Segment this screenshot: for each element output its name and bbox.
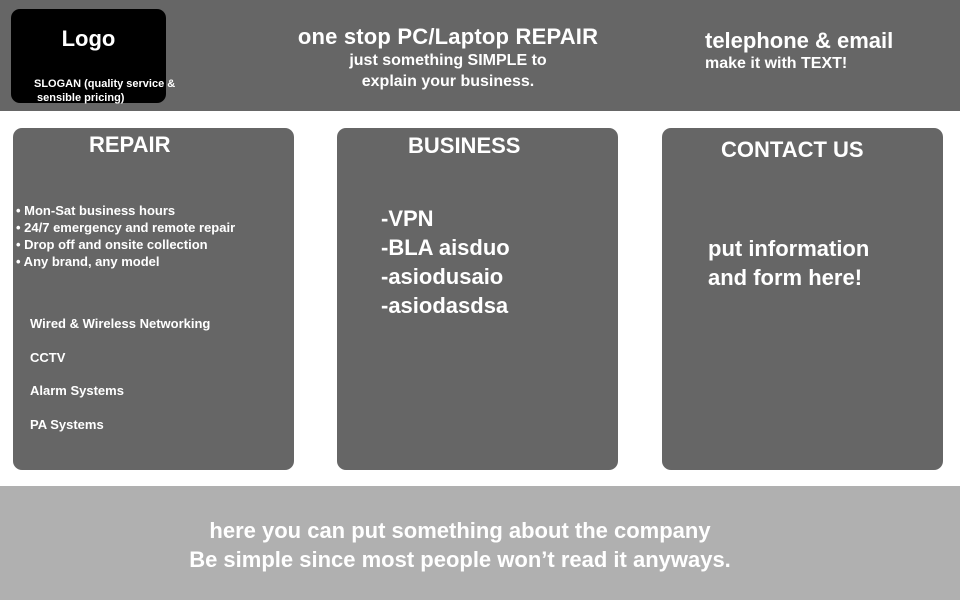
contact-line-1: put information	[708, 236, 870, 261]
contact-line-2: and form here!	[708, 265, 863, 290]
list-item: -BLA aisduo	[381, 235, 510, 260]
service-item[interactable]: CCTV	[30, 349, 66, 365]
footer-line-2: Be simple since most people won’t read i…	[189, 547, 731, 572]
footer-line-1: here you can put something about the com…	[209, 518, 711, 543]
list-item: • Drop off and onsite collection	[16, 237, 208, 252]
business-title: BUSINESS	[408, 133, 521, 158]
service-item[interactable]: PA Systems	[30, 416, 104, 432]
slogan: SLOGAN (quality service & sensible prici…	[34, 78, 176, 104]
business-list: -VPN -BLA aisduo -asiodusaio -asiodasdsa	[381, 204, 510, 320]
service-item[interactable]: Wired & Wireless Networking	[30, 316, 211, 331]
business-card: BUSINESS -VPN -BLA aisduo -asiodusaio -a…	[337, 128, 618, 470]
contact-title: CONTACT US	[721, 137, 864, 162]
contact-placeholder: put information and form here!	[708, 234, 869, 292]
header-contact: telephone & email make it with TEXT!	[705, 28, 893, 74]
tagline: one stop PC/Laptop REPAIR just something…	[248, 24, 648, 92]
contact-card: CONTACT US put information and form here…	[662, 128, 943, 470]
repair-card: REPAIR • Mon-Sat business hours • 24/7 e…	[13, 128, 294, 470]
footer-text: here you can put something about the com…	[0, 516, 920, 574]
repair-title: REPAIR	[89, 132, 171, 157]
list-item: -asiodasdsa	[381, 293, 509, 318]
footer: here you can put something about the com…	[0, 486, 960, 600]
service-item[interactable]: Alarm Systems	[30, 383, 124, 398]
tagline-title: one stop PC/Laptop REPAIR	[297, 24, 599, 49]
header-contact-title: telephone & email	[705, 28, 894, 53]
repair-bullet-list: • Mon-Sat business hours • 24/7 emergenc…	[16, 202, 235, 270]
logo-text: Logo	[61, 26, 116, 51]
list-item: -asiodusaio	[381, 264, 504, 289]
tagline-line-1: just something SIMPLE to	[349, 52, 547, 69]
list-item: • Any brand, any model	[16, 254, 160, 269]
list-item: -VPN	[381, 206, 434, 231]
header: Logo SLOGAN (quality service & sensible …	[0, 0, 960, 111]
list-item: • 24/7 emergency and remote repair	[16, 220, 236, 235]
header-contact-subtitle: make it with TEXT!	[705, 55, 848, 72]
logo[interactable]: Logo SLOGAN (quality service & sensible …	[11, 9, 175, 104]
tagline-line-2: explain your business.	[361, 73, 535, 90]
services-list: Wired & Wireless Networking CCTV Alarm S…	[30, 316, 210, 450]
list-item: • Mon-Sat business hours	[16, 203, 176, 218]
